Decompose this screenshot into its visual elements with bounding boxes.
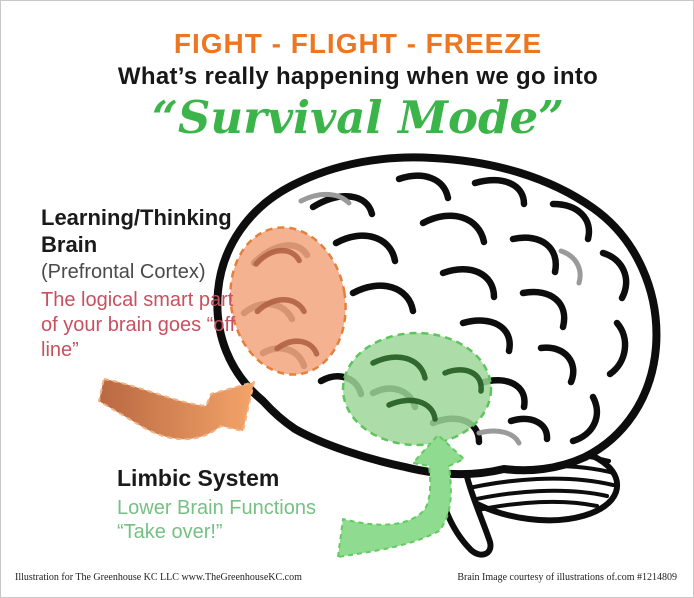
limbic-arrow (337, 434, 465, 558)
subtitle: What’s really happening when we go into (117, 63, 599, 90)
limbic-description: Lower Brain Functions “Take over!” (117, 496, 347, 544)
prefrontal-subheading: (Prefrontal Cortex) (41, 261, 206, 283)
gyri-shading-lines (298, 192, 583, 446)
limbic-heading: Limbic System (117, 465, 280, 491)
limbic-description-line1: Lower Brain Functions (117, 497, 316, 519)
cerebrum-outline (213, 153, 661, 479)
limbic-description-line2: “Take over!” (117, 521, 223, 543)
credit-right: Brain Image courtesy of illustrations of… (457, 572, 677, 583)
prefrontal-description: The logical smart part of your brain goe… (41, 289, 236, 361)
prefrontal-arrow (98, 378, 255, 441)
prefrontal-cortex-highlight (229, 226, 347, 376)
limbic-system-highlight (341, 331, 493, 447)
prefrontal-heading: Learning/Thinking Brain (41, 205, 232, 257)
prefrontal-label-block: Learning/Thinking Brain (Prefrontal Cort… (41, 204, 256, 363)
script-title: “Survival Mode” (152, 91, 564, 144)
main-title: FIGHT - FLIGHT - FREEZE (173, 28, 543, 59)
credit-left: Illustration for The Greenhouse KC LLC w… (15, 572, 302, 583)
limbic-label-block: Limbic System Lower Brain Functions “Tak… (117, 465, 347, 544)
